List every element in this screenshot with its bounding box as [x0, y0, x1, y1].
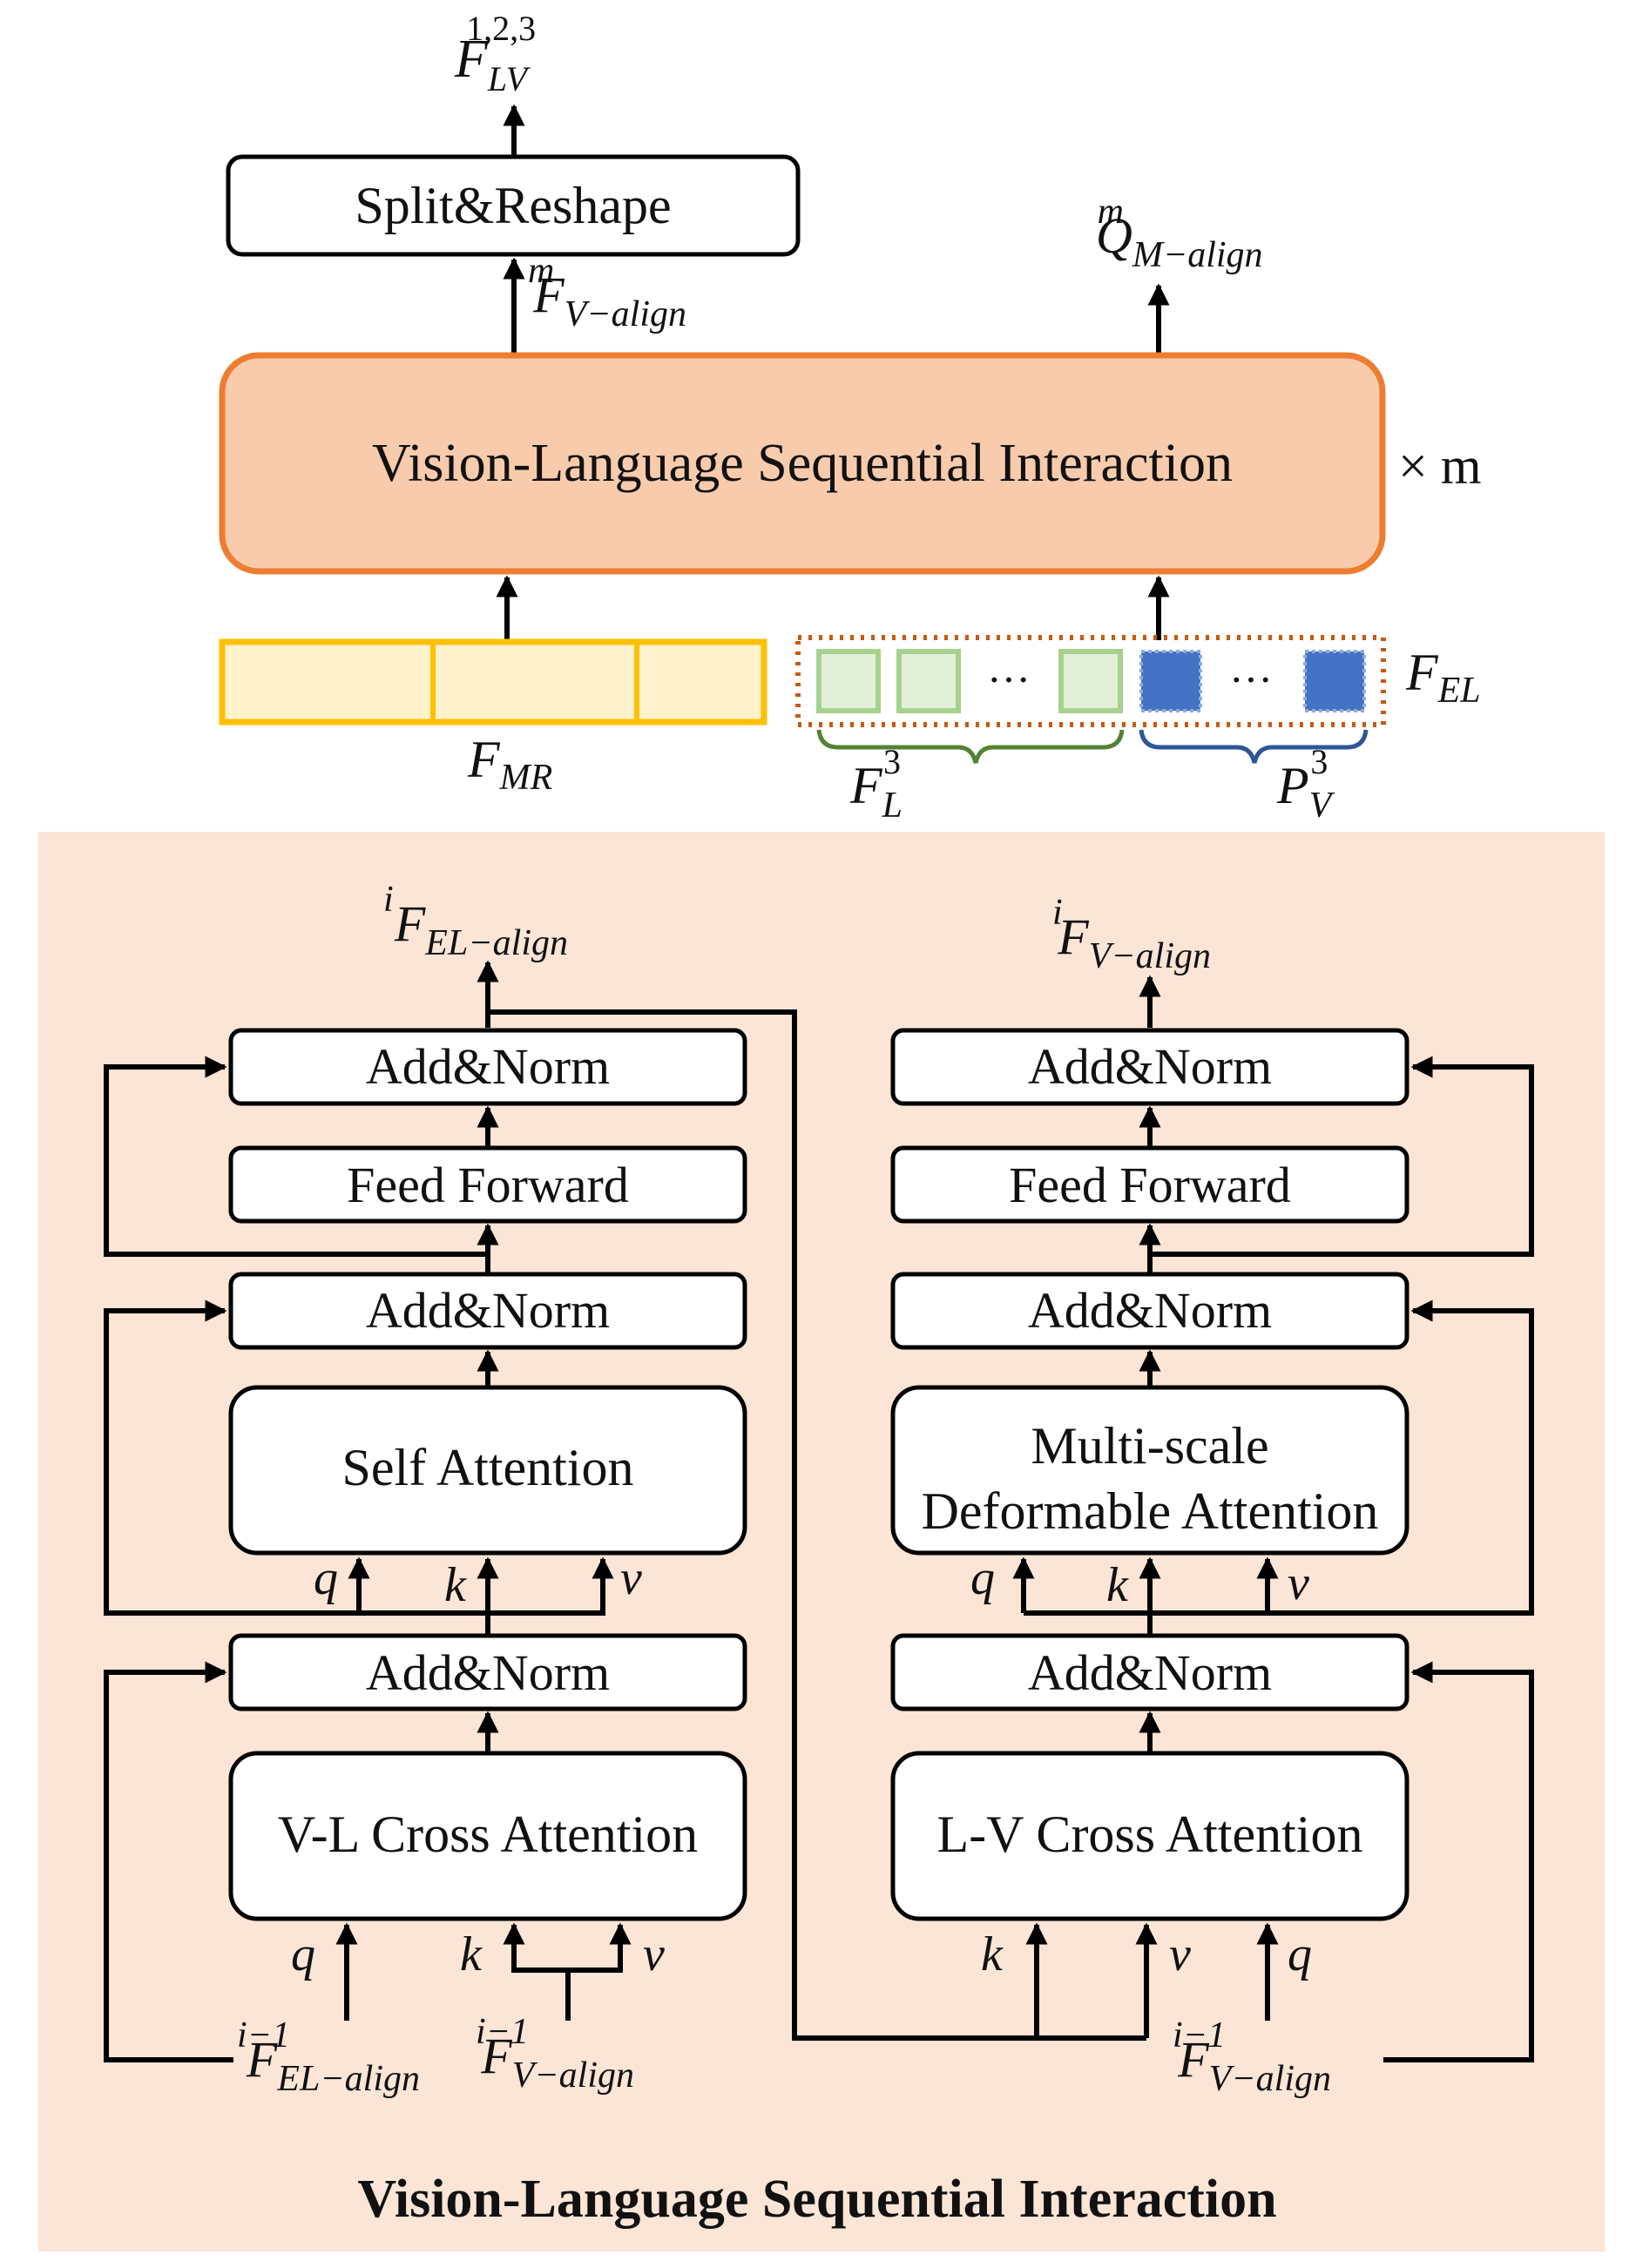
right-feed-forward-label: Feed Forward [1009, 1157, 1291, 1213]
f-mr-label: FMR [467, 731, 552, 798]
right-da-k-label: k [1106, 1558, 1129, 1612]
right-input-f-v-align: FV−aligni−1 [1173, 2015, 1331, 2099]
right-feed-forward [890, 1145, 1410, 1224]
p-v-ellipsis: ··· [1229, 655, 1273, 704]
right-da-v-label: v [1288, 1556, 1309, 1610]
right-add-norm-mid-label: Add&Norm [1028, 1282, 1272, 1339]
right-da-q-label: q [970, 1551, 995, 1605]
wire-left-residual-ca [104, 1661, 233, 2062]
wire-right-residual-da [1024, 1299, 1534, 1616]
left-add-norm-top-label: Add&Norm [366, 1038, 610, 1095]
right-add-norm-bottom-label: Add&Norm [1028, 1644, 1272, 1701]
left-add-norm-top [228, 1028, 747, 1106]
f-mr-feature-strip [219, 638, 767, 726]
left-feed-forward [228, 1145, 747, 1224]
left-add-norm-mid [228, 1272, 747, 1350]
right-output-label: FV−aligni [1052, 893, 1211, 976]
wire-right-residual-ff [1150, 1056, 1534, 1257]
right-lv-cross-attention-label: L-V Cross Attention [937, 1806, 1363, 1863]
left-sa-q-label: q [314, 1551, 338, 1605]
left-sa-k-label: k [444, 1558, 467, 1612]
vlsi-block [219, 352, 1386, 575]
wire-left-residual-ff [104, 1056, 488, 1257]
right-deformable-attention-line2: Deformable Attention [922, 1482, 1379, 1540]
p-v-3-label: PV3 [1276, 742, 1335, 826]
panel-caption: Vision-Language Sequential Interaction [357, 2170, 1276, 2229]
wire-left-to-right-kv [488, 1009, 1146, 2041]
right-add-norm-bottom [890, 1633, 1410, 1711]
repeat-times-m: × m [1398, 437, 1482, 495]
right-add-norm-mid [890, 1272, 1410, 1350]
f-l-brace [816, 729, 1125, 764]
left-self-attention-label: Self Attention [342, 1439, 634, 1496]
right-deformable-attention [890, 1385, 1410, 1556]
right-add-norm-top [890, 1028, 1410, 1106]
p-v-brace [1139, 729, 1369, 764]
left-input-f-el-align: FEL−aligni−1 [237, 2015, 420, 2099]
right-lv-cross-attention [890, 1751, 1410, 1921]
left-output-label: FEL−aligni [383, 880, 568, 963]
left-ca-q-label: q [291, 1927, 315, 1981]
right-ca-v-label: v [1169, 1927, 1191, 1981]
right-ca-q-label: q [1288, 1927, 1312, 1981]
left-feed-forward-label: Feed Forward [347, 1157, 629, 1213]
left-input-f-v-align: FV−aligni−1 [476, 2012, 634, 2096]
vlsi-block-title: Vision-Language Sequential Interaction [372, 434, 1233, 493]
left-ca-k-label: k [460, 1927, 483, 1981]
wire-left-residual-sa [104, 1299, 488, 1616]
left-ca-v-label: v [643, 1927, 665, 1981]
arrow-left-ca-k [503, 1922, 571, 2021]
f-l-3-label: FL3 [849, 742, 903, 826]
left-add-norm-mid-label: Add&Norm [366, 1282, 610, 1339]
q-m-align-label: QM−alignm [1096, 192, 1263, 275]
left-sa-v-label: v [620, 1551, 642, 1605]
right-deformable-attention-line1: Multi-scale [1031, 1417, 1268, 1475]
right-add-norm-top-label: Add&Norm [1028, 1038, 1272, 1095]
left-add-norm-bottom-label: Add&Norm [366, 1644, 610, 1701]
p-v-tokens [1139, 650, 1366, 712]
f-l-ellipsis: ··· [987, 655, 1031, 704]
arrow-left-ca-v [568, 1922, 632, 1973]
right-ca-k-label: k [981, 1927, 1004, 1981]
arrow-left-sa-v [488, 1556, 614, 1616]
f-el-label: FEL [1405, 644, 1481, 711]
left-vl-cross-attention-label: V-L Cross Attention [278, 1806, 698, 1863]
f-l-tokens [816, 649, 1123, 713]
f-v-align-m-label: FV−alignm [528, 251, 686, 334]
left-self-attention [228, 1385, 747, 1556]
wire-right-residual-ca [1383, 1661, 1534, 2062]
left-add-norm-bottom [228, 1633, 747, 1711]
f-el-container [795, 635, 1386, 727]
split-reshape-box [226, 154, 801, 257]
split-reshape-label: Split&Reshape [355, 177, 671, 234]
top-output-label: FLV1,2,3 [454, 9, 536, 98]
left-vl-cross-attention [228, 1751, 747, 1921]
